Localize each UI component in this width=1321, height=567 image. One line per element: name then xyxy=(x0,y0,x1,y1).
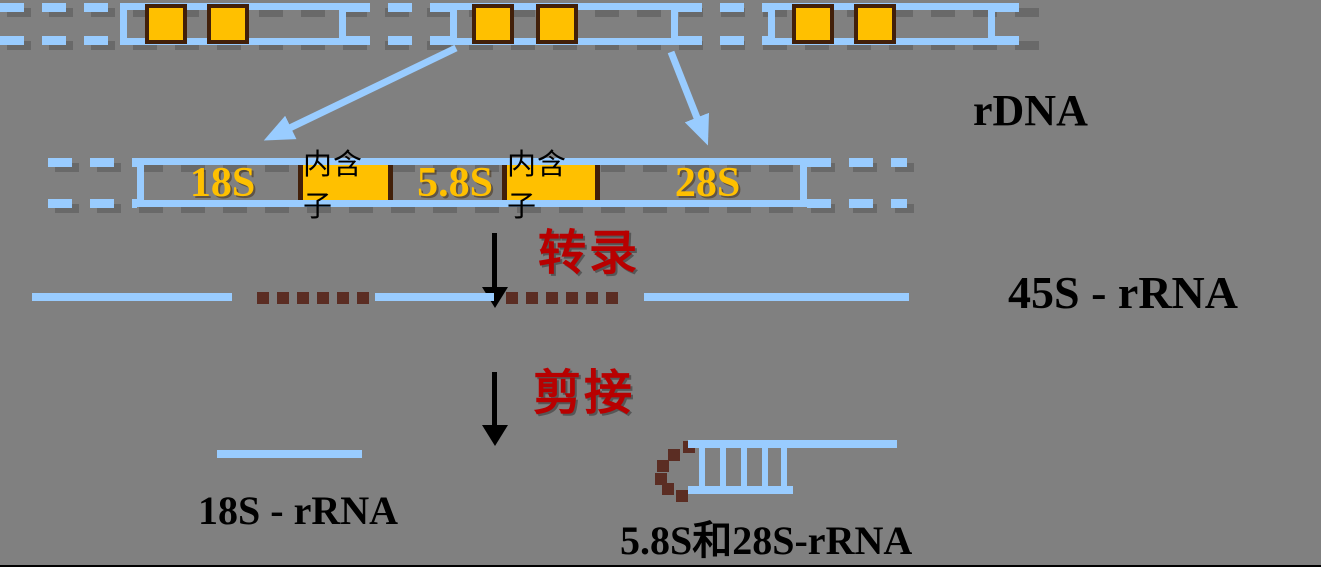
segment-18s-label: 18S xyxy=(189,160,256,206)
hairpin-bottom-strand xyxy=(688,486,793,494)
intron-box-2-label: 内含子 xyxy=(507,148,568,223)
exon-square xyxy=(472,4,514,44)
hairpin-loop-dot xyxy=(676,490,688,502)
unit-bottom-strand-shadow xyxy=(55,204,914,213)
dashed-strand-segment xyxy=(995,36,1033,45)
intron-box-2: 内含子 xyxy=(502,149,600,223)
splicing-arrow xyxy=(492,372,497,427)
rdna-label: rDNA xyxy=(973,86,1088,135)
expand-arrow-left xyxy=(263,44,458,141)
hairpin-top-strand xyxy=(688,440,897,448)
splicing-arrow-head xyxy=(482,425,508,446)
hairpin-rung xyxy=(699,446,705,488)
top-strand-shadow xyxy=(7,8,1040,17)
dashed-strand-segment xyxy=(995,3,1033,12)
hairpin-rung xyxy=(781,446,787,488)
intron-box-1: 内含子 xyxy=(298,149,393,223)
rrna-18s-line xyxy=(217,450,362,458)
exon-square xyxy=(207,4,249,44)
exon-square xyxy=(145,4,187,44)
dashed-strand-segment xyxy=(48,199,137,208)
transcription-arrow xyxy=(492,233,497,289)
hairpin-loop-dot xyxy=(668,449,680,461)
dashed-strand-segment xyxy=(346,36,450,45)
dashed-strand-segment xyxy=(807,199,907,208)
bottom-strand-shadow xyxy=(7,41,1040,50)
hairpin-rung xyxy=(762,446,768,488)
rrna-5-8s-28s-label: 5.8S和28S-rRNA xyxy=(620,518,913,563)
gene-unit-rect xyxy=(137,158,807,207)
dashed-strand-segment xyxy=(678,3,768,12)
intron-dots xyxy=(257,292,371,304)
hairpin-loop-dot xyxy=(655,473,667,485)
hairpin-rung xyxy=(741,446,747,488)
dashed-strand-segment xyxy=(0,36,120,45)
hairpin-rung xyxy=(720,446,726,488)
intron-dots xyxy=(506,292,620,304)
rrna-line-segment xyxy=(32,293,232,301)
exon-square xyxy=(536,4,578,44)
exon-square xyxy=(792,4,834,44)
exon-square xyxy=(854,4,896,44)
rrna-line-segment xyxy=(375,293,494,301)
dashed-strand-segment xyxy=(48,158,137,167)
segment-28s-label: 28S xyxy=(674,160,741,206)
hairpin-loop-dot xyxy=(662,483,674,495)
splicing-label: 剪接 xyxy=(533,365,636,421)
rrna-18s-label: 18S - rRNA xyxy=(198,488,398,533)
dashed-strand-segment xyxy=(0,3,120,12)
dashed-strand-segment xyxy=(678,36,768,45)
expand-arrows xyxy=(263,44,710,146)
unit-top-strand-shadow xyxy=(55,163,914,172)
transcription-arrow-head xyxy=(482,287,508,308)
hairpin-loop-dot xyxy=(657,460,669,472)
transcription-label: 转录 xyxy=(538,225,641,281)
dashed-strand-segment xyxy=(807,158,907,167)
dashed-strand-segment xyxy=(346,3,450,12)
rrna-line-segment xyxy=(644,293,909,301)
intron-box-1-label: 内含子 xyxy=(303,148,364,223)
segment-5-8s-label: 5.8S xyxy=(417,160,493,206)
rrna-45s-label: 45S - rRNA xyxy=(1008,267,1238,318)
expand-arrow-right xyxy=(667,50,710,146)
bottom-border-line xyxy=(0,565,1321,567)
